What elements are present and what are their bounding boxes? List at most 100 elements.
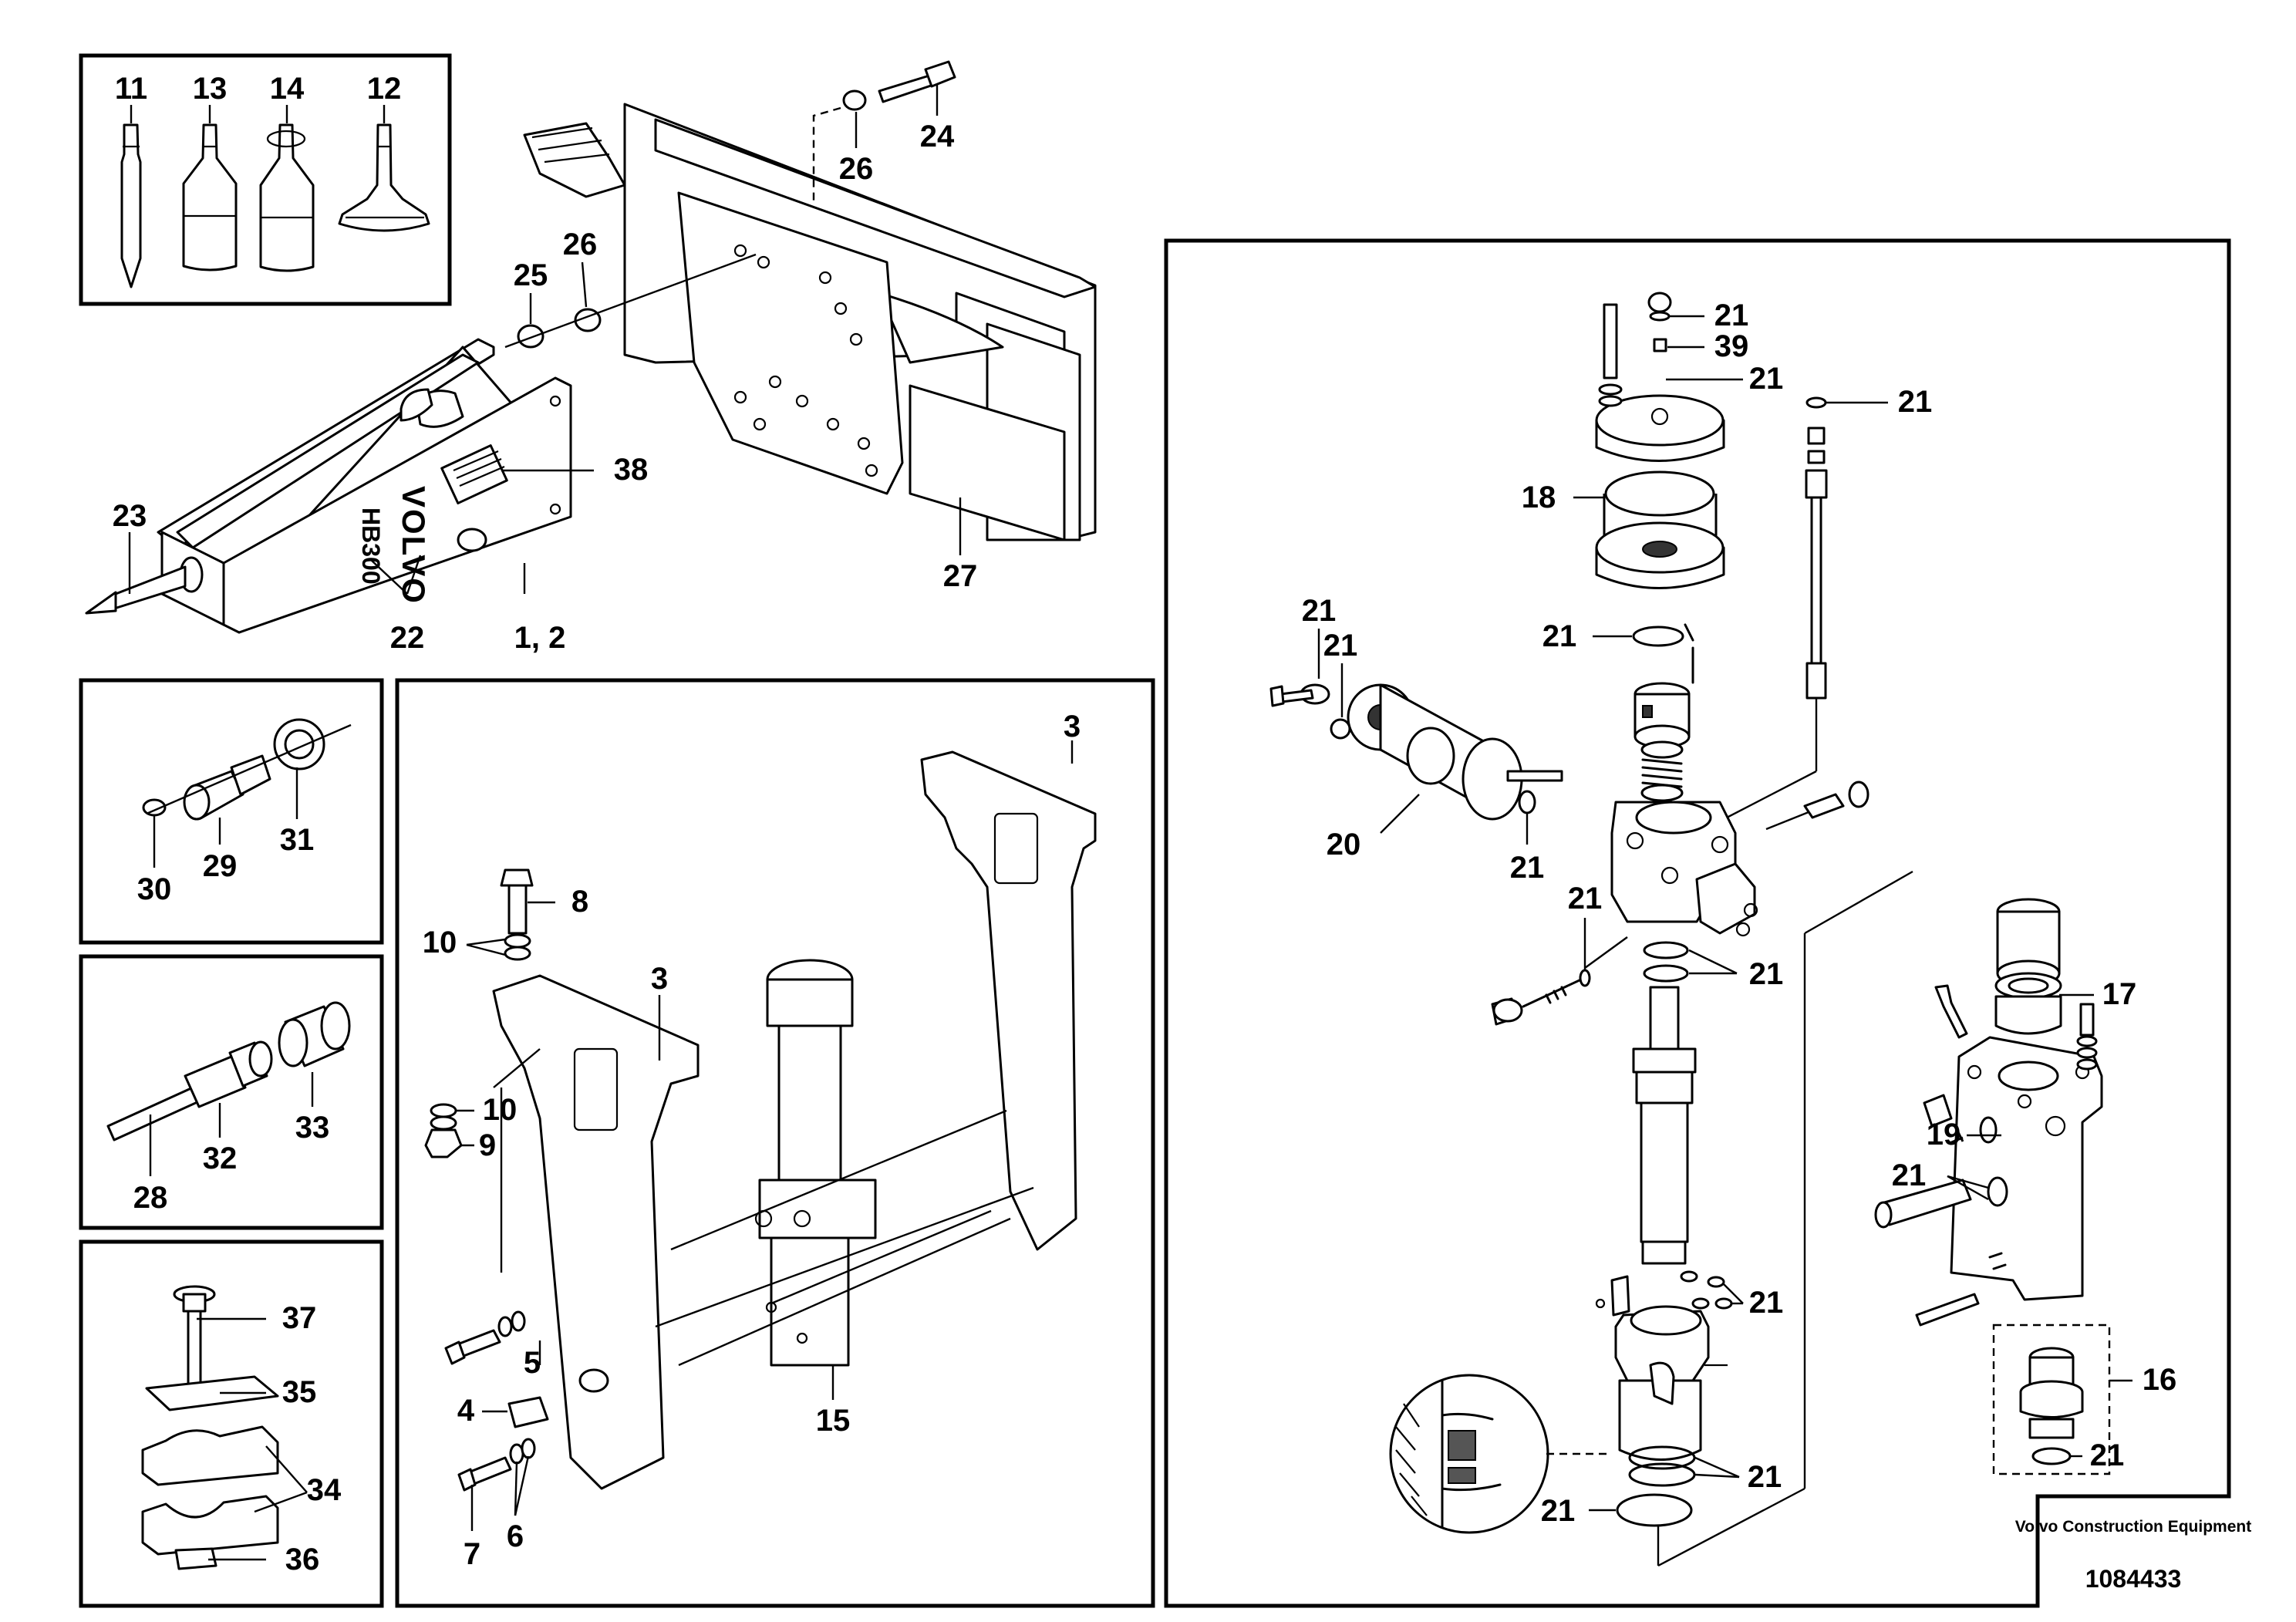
label-1-2: 1, 2 [514, 621, 566, 655]
label-21-k: 21 [1748, 1460, 1782, 1494]
label-18: 18 [1522, 481, 1556, 514]
label-3-left: 3 [651, 962, 668, 996]
washer-26-top [842, 89, 867, 111]
spring [1640, 740, 1684, 802]
bushing-16 [2019, 1347, 2084, 1439]
label-24: 24 [920, 120, 955, 153]
fitting-panel-a [79, 678, 384, 945]
label-21-m: 21 [1892, 1158, 1927, 1192]
label-21-n: 21 [2090, 1438, 2125, 1472]
label-21-e: 21 [1302, 594, 1337, 628]
label-29: 29 [203, 849, 238, 883]
label-13: 13 [193, 72, 228, 106]
relief-valve [1491, 969, 1591, 1026]
seal-detail-circle [1389, 1374, 1549, 1534]
label-26-top: 26 [839, 152, 874, 186]
tool-bits-panel [79, 53, 452, 306]
drawing-number: 1084433 [2085, 1565, 2182, 1593]
bushing-17 [1994, 972, 2062, 1035]
nut-33 [278, 1001, 351, 1067]
valve-sleeve [1633, 682, 1691, 749]
label-9: 9 [479, 1128, 496, 1162]
nut-9 [424, 1128, 463, 1158]
label-21-j: 21 [1749, 1286, 1784, 1320]
label-21-h: 21 [1568, 882, 1603, 916]
lower-housing [1950, 1036, 2103, 1301]
side-plate-3-left [492, 974, 700, 1490]
label-19: 19 [1927, 1118, 1961, 1152]
fittings-left-of-housing [1923, 984, 1998, 1145]
label-34: 34 [307, 1473, 342, 1507]
label-23: 23 [113, 499, 147, 533]
front-head [1610, 1275, 1728, 1461]
label-26-side: 26 [563, 228, 598, 261]
pin-sleeve [1874, 1179, 1972, 1229]
label-4: 4 [457, 1394, 475, 1428]
company-name: Volvo Construction Equipment [2015, 1518, 2251, 1536]
frame-assembly-panel [395, 678, 1155, 1608]
label-39: 39 [1714, 329, 1749, 363]
blunt-bit [259, 123, 315, 272]
label-21-f: 21 [1323, 629, 1358, 663]
label-31: 31 [280, 823, 315, 857]
dashed-box-16 [1992, 1324, 2111, 1475]
accumulator-20 [1269, 683, 1563, 821]
flange-nut-36 [174, 1547, 217, 1570]
label-21-l: 21 [1541, 1494, 1576, 1528]
hose-fitting-32 [184, 1040, 273, 1108]
label-11: 11 [115, 72, 147, 106]
label-28: 28 [133, 1181, 168, 1215]
label-3-right: 3 [1064, 710, 1081, 744]
label-27: 27 [943, 559, 978, 593]
label-21-d: 21 [1542, 619, 1577, 653]
flat-blunt-bit [182, 123, 238, 271]
piston [1632, 986, 1697, 1265]
model-mark: HB300 [357, 508, 385, 585]
top-cap-18 [1595, 394, 1725, 589]
label-21-b: 21 [1749, 362, 1784, 396]
label-25: 25 [514, 258, 548, 292]
chisel-bit [120, 123, 142, 288]
label-22: 22 [390, 621, 425, 655]
washer-10-top [504, 933, 531, 949]
bolt-7-lower [457, 1456, 512, 1492]
label-14: 14 [270, 72, 305, 106]
bolt-top-left [1598, 303, 1623, 407]
label-33: 33 [295, 1111, 330, 1145]
title-block: Volvo Construction Equipment 1084433 [2015, 1518, 2251, 1593]
label-21-c: 21 [1898, 385, 1933, 419]
upper-housing [1610, 801, 1756, 935]
label-37: 37 [282, 1301, 317, 1335]
bolt-right-top [2076, 1003, 2098, 1071]
bolt-lower-right [1915, 1252, 2007, 1327]
side-plate-3-right [920, 750, 1097, 1251]
label-17: 17 [2102, 977, 2137, 1011]
pipe-assembly [1805, 396, 1828, 700]
label-16: 16 [2143, 1363, 2177, 1397]
clamp-panel [79, 1239, 384, 1608]
o-ring-cluster [1680, 1270, 1733, 1310]
nut-25 [517, 324, 544, 349]
tamping-plate-bit [338, 123, 430, 232]
hydraulic-hammer: VOLVO HB300 [85, 338, 572, 634]
pin-4 [507, 1396, 549, 1428]
seal-21 [1632, 626, 1684, 647]
fitting-panel-b [79, 954, 384, 1230]
label-5: 5 [524, 1346, 541, 1380]
label-12: 12 [367, 72, 402, 106]
label-7: 7 [464, 1537, 480, 1571]
bolt-7 [444, 1329, 501, 1365]
clamp-half-34-top [141, 1425, 279, 1486]
label-15: 15 [816, 1404, 851, 1438]
mounting-bracket [523, 103, 1097, 541]
power-cell-panel [1164, 238, 2231, 1608]
brand-logo: VOLVO [396, 486, 432, 605]
label-21-g: 21 [1510, 851, 1545, 885]
label-10-bottom: 10 [483, 1093, 518, 1127]
label-10-top: 10 [423, 926, 457, 959]
label-6: 6 [507, 1519, 524, 1553]
plate-35 [145, 1375, 279, 1411]
label-21-i: 21 [1749, 957, 1784, 991]
bolt-24 [878, 60, 956, 103]
